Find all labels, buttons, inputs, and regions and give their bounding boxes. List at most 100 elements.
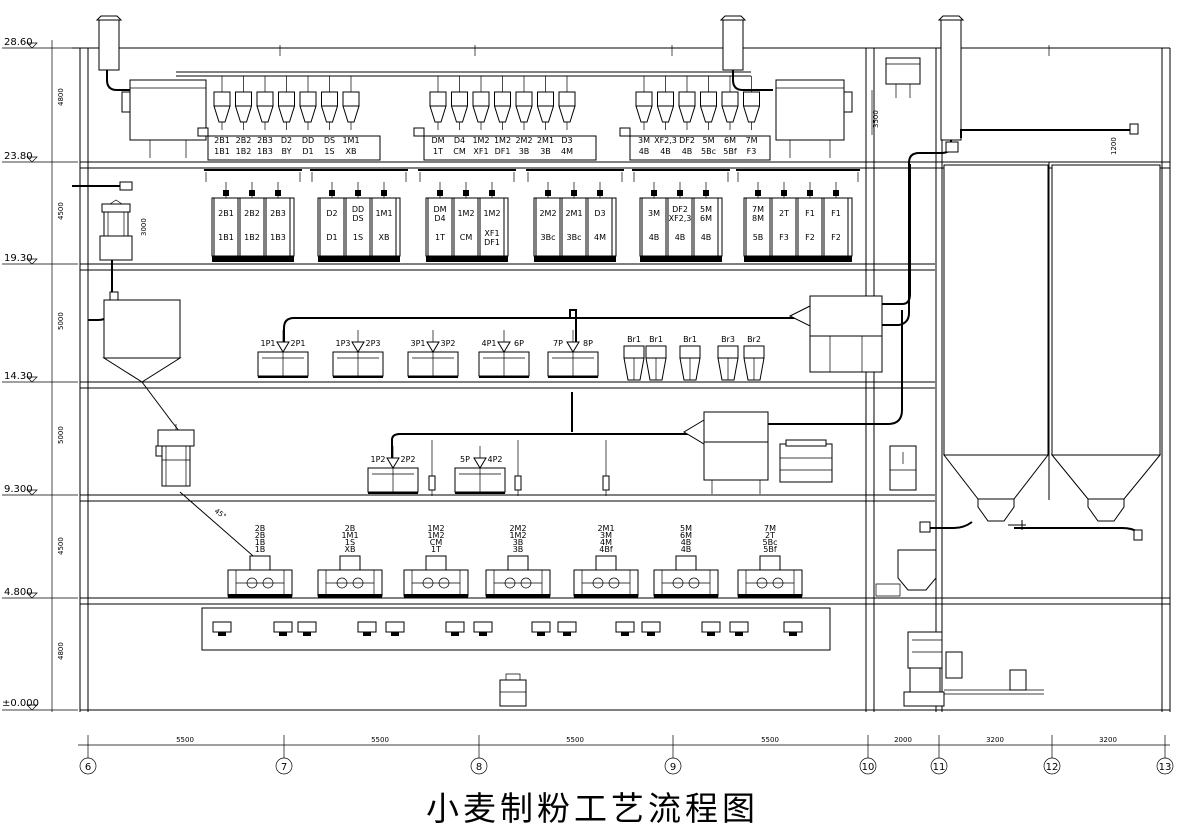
sifter-label-bottom: 4B (701, 233, 712, 242)
sifter-height-note: 3000 (140, 218, 148, 236)
floor-height-label: 5000 (57, 312, 65, 330)
cyclone-label-bottom: XB (346, 147, 357, 156)
sifter-label-top: 2T (779, 209, 789, 218)
cyclone-label-top: 2M1 (537, 136, 554, 145)
roller-mill-label: 2B (345, 524, 356, 533)
packing-machine (903, 631, 1044, 707)
blower-unit (212, 621, 232, 636)
cyclone-label-top: DS (324, 136, 335, 145)
low-pressure-fan-system (683, 310, 917, 494)
bran-finisher: Br1 (645, 335, 667, 381)
sifter-label-top: 8M (752, 214, 764, 223)
grid-axis-marker: 10 (859, 757, 877, 775)
air-lock-feeder (499, 673, 527, 707)
diagram-title: 小麦制粉工艺流程图 (426, 789, 759, 828)
sifter-layer: 2B11B12B21B22B31B3D2D1DDDS1S1M1XBDMD41T1… (204, 169, 860, 262)
elevation-mark: 4.800 (2, 587, 78, 599)
floor-height-label: 4500 (57, 202, 65, 220)
elevation-label: 28.60 (4, 37, 33, 48)
bran-finisher-label: Br2 (747, 335, 761, 344)
cyclone-label-top: D3 (561, 136, 572, 145)
sifter-label-bottom: XF1 (484, 229, 499, 238)
cyclone-label-top: 3M (638, 136, 650, 145)
vertical-scourer (99, 199, 133, 261)
roller-mill-label: 1M2 (427, 531, 444, 540)
cyclone-label-bottom: 3B (519, 147, 530, 156)
sifter-label-top: 7M (752, 205, 764, 214)
building-frame (72, 45, 1171, 712)
blower-unit (385, 621, 405, 636)
sifter-label-top: 3M (648, 209, 660, 218)
purifier-label-right: 2P2 (400, 455, 415, 464)
blower-unit (701, 621, 721, 636)
span-label: 2000 (894, 736, 912, 744)
sifter-label-top: DD (352, 205, 364, 214)
cyclone-label-bottom: 1S (324, 147, 334, 156)
sifter-label-top: 2M1 (565, 209, 582, 218)
cyclone-height-note: 3500 (872, 110, 880, 128)
cyclone-label-top: DM (431, 136, 444, 145)
cyclone-label-top: 2B2 (236, 136, 252, 145)
grid-axis-label: 13 (1159, 762, 1172, 773)
sifter-label-top: D4 (434, 214, 445, 223)
roller-mill-label: 3B (513, 545, 524, 554)
elevation-label: 19.30 (4, 253, 33, 264)
cyclone-label-bottom: 5Bf (723, 147, 737, 156)
roller-mill-label: 1B (255, 538, 266, 547)
wheat-washer (155, 424, 195, 487)
roller-mill-label: 4B (681, 545, 692, 554)
purifier-label-left: 1P2 (370, 455, 385, 464)
elevation-mark: 19.30 (2, 253, 78, 265)
roller-mill-label: 2M2 (509, 524, 526, 533)
sifter-label-bottom: 1T (435, 233, 445, 242)
elevation-mark: ±0.000 (2, 698, 78, 711)
bran-hopper (875, 549, 937, 597)
roller-mill-layer: 2B2B1B1B2B1M11SXB1M21M2CM1T2M21M23B3B2M1… (227, 524, 803, 598)
blower-unit (783, 621, 803, 636)
pulse-filter (121, 79, 207, 158)
sifter-label-bottom: F2 (831, 233, 841, 242)
cyclone-label-top: 2B1 (214, 136, 230, 145)
floor-height-label: 4800 (57, 88, 65, 106)
sifter-label-bottom: 1B3 (270, 233, 286, 242)
sifter-label-top: F1 (805, 209, 815, 218)
cyclone-label-bottom: D1 (302, 147, 313, 156)
elevation-label: 9.300 (4, 484, 33, 495)
roof-exhaust-system: 3500 1200 (95, 15, 1139, 326)
elevation-mark: 14.30 (2, 371, 78, 383)
cyclone-label-top: 1M2 (494, 136, 511, 145)
cyclone-label-top: D2 (281, 136, 292, 145)
sifter-label-top: DM (433, 205, 446, 214)
span-label: 5500 (176, 736, 194, 744)
cyclone-label-top: 5M (703, 136, 715, 145)
floor-height-label: 5000 (57, 426, 65, 444)
blower-unit (557, 621, 577, 636)
sifter-label-top: 1M2 (483, 209, 500, 218)
roller-mill-label: 1M2 (509, 531, 526, 540)
flour-bin (942, 164, 1050, 522)
cyclone-label-top: 6M (724, 136, 736, 145)
sifter-label-bottom: CM (460, 233, 473, 242)
purifier-label-right: 2P3 (365, 339, 380, 348)
purifier-label-left: 1P1 (260, 339, 275, 348)
